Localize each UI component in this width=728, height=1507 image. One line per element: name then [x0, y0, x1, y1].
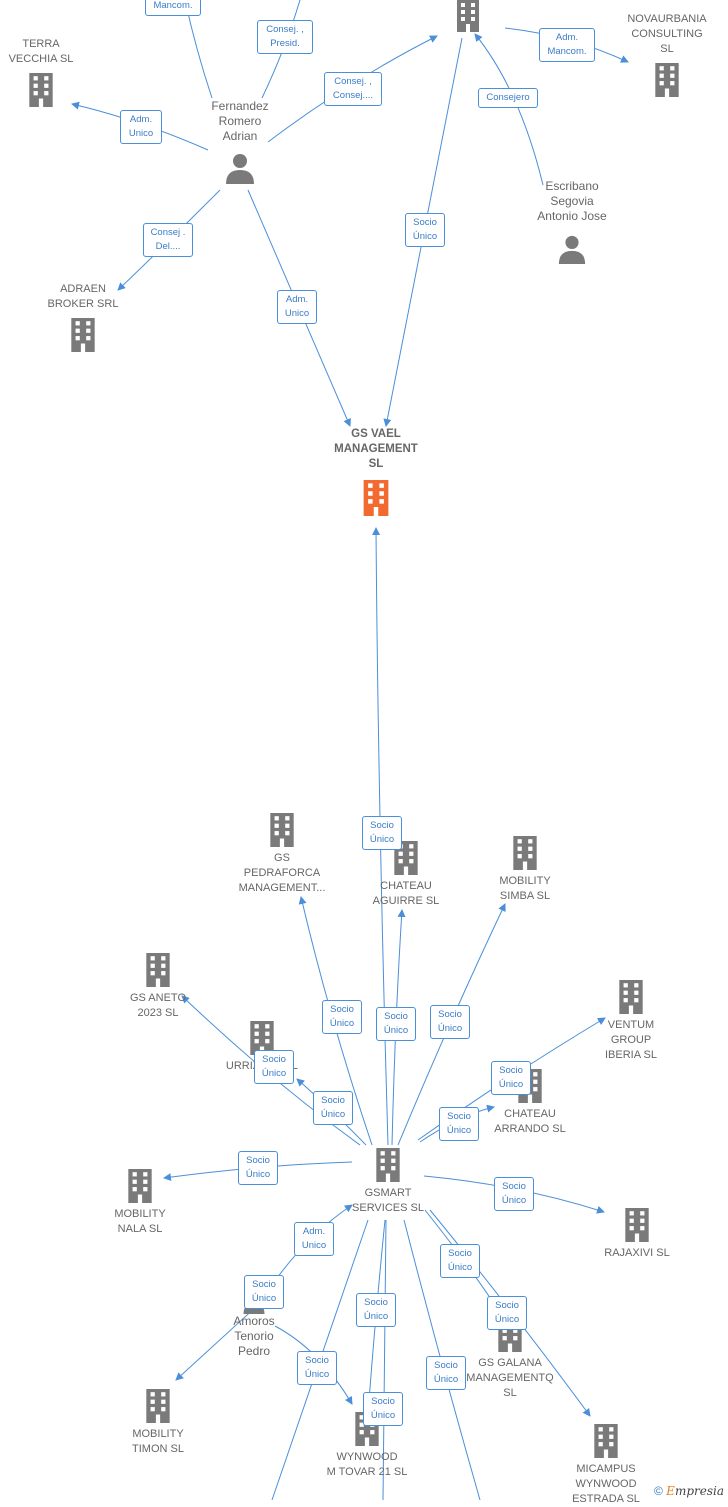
company-node-ventum[interactable]: VENTUM GROUP IBERIA SL [588, 980, 674, 1063]
relation-tag[interactable]: Socio Único [238, 1151, 278, 1185]
relation-tag[interactable]: Socio Único [439, 1107, 479, 1141]
relation-tag[interactable]: Adm. Unico [120, 110, 162, 144]
company-node-adraen[interactable]: ADRAEN BROKER SRL [38, 282, 128, 352]
person-icon [226, 154, 254, 184]
building-icon [376, 1148, 400, 1182]
node-label: CHATEAU ARRANDO SL [494, 1108, 566, 1135]
building-icon [270, 813, 294, 847]
building-icon [655, 63, 679, 97]
relation-tag[interactable]: Socio Único [487, 1296, 527, 1330]
person-node-escribano[interactable]: Escribano Segovia Antonio Jose [522, 179, 622, 264]
relation-tag[interactable]: Consejero [478, 88, 538, 108]
relation-tag[interactable]: Consej. , Presid. [257, 20, 313, 54]
node-label: GSMART SERVICES SL [352, 1187, 424, 1214]
company-node-mobility-nala[interactable]: MOBILITY NALA SL [100, 1169, 180, 1237]
building-icon [625, 1208, 649, 1242]
relation-tag[interactable]: Socio Único [426, 1356, 466, 1390]
node-label: MICAMPUS WYNWOOD ESTRADA SL [572, 1463, 640, 1505]
relation-tag[interactable]: Consej . Del.... [143, 223, 193, 257]
relation-tag[interactable]: Socio Único [254, 1050, 294, 1084]
relation-tag[interactable]: Socio Único [363, 1392, 403, 1426]
building-icon [71, 318, 95, 352]
company-node-mobility-timon[interactable]: MOBILITY TIMON SL [116, 1389, 200, 1457]
relation-tag[interactable]: Socio Único [405, 213, 445, 247]
person-icon [558, 235, 586, 264]
company-node-mobility-simba[interactable]: MOBILITY SIMBA SL [483, 836, 567, 904]
relation-tag[interactable]: Socio Único [494, 1177, 534, 1211]
node-label: NOVAURBANIA CONSULTING SL [627, 13, 707, 55]
building-icon [594, 1424, 618, 1458]
relation-tag[interactable]: Socio Único [362, 816, 402, 850]
relation-tag[interactable]: Socio Único [491, 1061, 531, 1095]
building-icon [619, 980, 643, 1014]
relation-tag[interactable]: Socio Único [244, 1275, 284, 1309]
company-node-rajaxivi[interactable]: RAJAXIVI SL [592, 1208, 682, 1261]
company-node-wynwood-tovar[interactable]: WYNWOOD M TOVAR 21 SL [318, 1412, 416, 1480]
building-icon [146, 953, 170, 987]
company-node-novaurbania[interactable]: NOVAURBANIA CONSULTING SL [612, 12, 722, 97]
building-icon [29, 73, 53, 107]
node-label: RAJAXIVI SL [604, 1247, 670, 1259]
relation-tag[interactable]: Socio Único [440, 1244, 480, 1278]
company-node-terra-vecchia[interactable]: TERRA VECCHIA SL [0, 37, 82, 107]
node-label: GS GALANA MANAGEMENTQ SL [466, 1357, 554, 1399]
relation-tag[interactable]: Mancom. [145, 0, 201, 16]
company-node-gsmart[interactable]: GSMART SERVICES SL [340, 1148, 436, 1216]
node-label: GS ANETO 2023 SL [129, 992, 187, 1019]
building-icon [457, 0, 479, 32]
node-label: WYNWOOD M TOVAR 21 SL [326, 1451, 408, 1478]
edge-gsmart-down-b [382, 1219, 387, 1500]
node-label: Escribano Segovia Antonio Jose [537, 179, 607, 223]
node-label: VENTUM GROUP IBERIA SL [605, 1019, 657, 1061]
building-icon [513, 836, 537, 870]
company-node-gs-aneto[interactable]: GS ANETO 2023 SL [118, 953, 198, 1021]
relation-tag[interactable]: Socio Único [313, 1091, 353, 1125]
building-icon [146, 1389, 170, 1423]
top-company-node[interactable] [448, 0, 488, 32]
copyright-icon: © [653, 1484, 663, 1498]
company-node-chateau-aguirre[interactable]: CHATEAU AGUIRRE SL [361, 841, 451, 909]
relation-tag[interactable]: Socio Único [356, 1293, 396, 1327]
brand-logo: Empresia [666, 1484, 724, 1498]
footer-brand[interactable]: © Empresia [654, 1484, 724, 1498]
relation-tag[interactable]: Socio Único [297, 1351, 337, 1385]
node-label: MOBILITY SIMBA SL [499, 875, 551, 902]
node-label: ADRAEN BROKER SRL [47, 283, 119, 310]
person-node-fernandez[interactable]: Fernandez Romero Adrian [190, 99, 290, 184]
relation-tag[interactable]: Socio Único [376, 1007, 416, 1041]
company-node-gs-galana[interactable]: GS GALANA MANAGEMENTQ SL [458, 1318, 562, 1401]
building-icon [128, 1169, 152, 1203]
relation-tag[interactable]: Adm. Unico [277, 290, 317, 324]
building-icon [363, 480, 389, 516]
node-label: Fernandez Romero Adrian [211, 99, 269, 143]
node-label: TERRA VECCHIA SL [8, 38, 74, 65]
node-label: MOBILITY NALA SL [114, 1208, 166, 1235]
relation-tag[interactable]: Socio Único [322, 1000, 362, 1034]
node-label: GS PEDRAFORCA MANAGEMENT... [238, 852, 326, 894]
relation-tag[interactable]: Adm. Unico [294, 1222, 334, 1256]
relation-tag[interactable]: Adm. Mancom. [539, 28, 595, 62]
node-label: GS VAEL MANAGEMENT SL [334, 428, 418, 470]
company-node-gs-pedraforca[interactable]: GS PEDRAFORCA MANAGEMENT... [232, 813, 332, 896]
node-label: CHATEAU AGUIRRE SL [372, 880, 440, 907]
node-label: Amoros Tenorio Pedro [233, 1314, 275, 1358]
node-label: MOBILITY TIMON SL [132, 1428, 184, 1455]
relation-tag[interactable]: Consej. , Consej.... [324, 72, 382, 106]
relation-tag[interactable]: Socio Único [430, 1005, 470, 1039]
focus-company-node-gs-vael[interactable]: GS VAEL MANAGEMENT SL [316, 427, 436, 516]
edge-escribano-top [474, 33, 544, 186]
company-node-micampus[interactable]: MICAMPUS WYNWOOD ESTRADA SL [564, 1424, 648, 1507]
